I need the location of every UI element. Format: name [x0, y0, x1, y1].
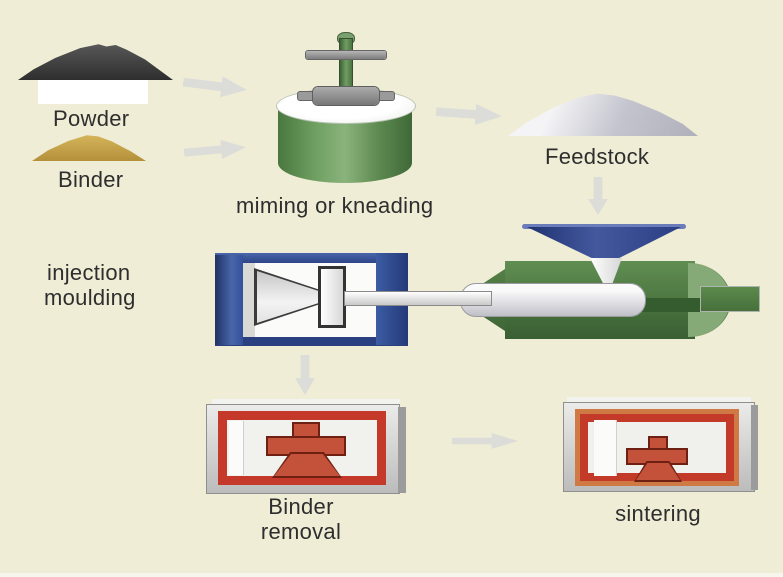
furnace-door-edge	[229, 421, 244, 475]
injection-moulding-label: injection	[47, 260, 131, 285]
furnace-outer-frame	[575, 409, 739, 486]
binder-removal-label: Binder	[268, 494, 334, 519]
green-part-base-fill	[274, 454, 340, 476]
furnace-top-face	[212, 399, 400, 407]
feedstock-pile	[508, 93, 698, 136]
flow-arrow-right-icon	[452, 433, 518, 449]
furnace-side-face	[751, 405, 758, 490]
hopper-rim	[522, 224, 686, 229]
sintering-label: sintering	[615, 501, 701, 526]
binder-removal-label: removal	[260, 519, 342, 544]
sintered-part-base-fill	[636, 463, 680, 480]
furnace-top-face	[567, 397, 751, 404]
binder-label: Binder	[58, 167, 124, 192]
mold-parting-strip	[243, 263, 255, 337]
powder-label: Powder	[53, 106, 130, 131]
flow-arrow-right-icon	[183, 136, 247, 163]
flow-arrow-right-icon	[182, 70, 248, 102]
barrel-piston	[700, 286, 760, 312]
mold-left-platen	[215, 255, 243, 345]
mixer-paddle-hub	[313, 87, 379, 105]
sintered-part-stem	[650, 438, 666, 452]
flow-arrow-down-icon	[588, 177, 608, 215]
mold-top-face	[215, 253, 408, 263]
mold-bottom-face	[215, 337, 408, 346]
furnace-door-edge	[594, 420, 617, 476]
flow-arrow-right-icon	[435, 100, 503, 129]
furnace-opening	[218, 411, 386, 485]
mold-cavity-block-fill	[321, 269, 343, 325]
flow-arrow-down-icon	[295, 355, 315, 395]
injection-moulding-label: moulding	[44, 285, 136, 310]
sprue-rod	[344, 291, 492, 306]
hopper-funnel	[527, 227, 681, 261]
sintered-part-crossbar	[628, 450, 686, 463]
green-part-stem	[294, 424, 318, 442]
powder-pile	[18, 44, 173, 80]
binder-pile	[32, 135, 146, 161]
green-part-crossbar	[268, 438, 344, 454]
mixer-paddle	[374, 92, 394, 100]
mixer-crossbar	[306, 51, 386, 59]
mold-cavity-block	[318, 266, 346, 328]
furnace-side-face	[398, 407, 406, 493]
powder-tray	[38, 80, 148, 104]
mixer-paddle	[298, 92, 318, 100]
mixing-label: miming or kneading	[236, 193, 434, 218]
feedstock-label: Feedstock	[545, 144, 650, 169]
image-bottom-edge	[0, 573, 783, 577]
sintered-part-base	[634, 461, 682, 482]
